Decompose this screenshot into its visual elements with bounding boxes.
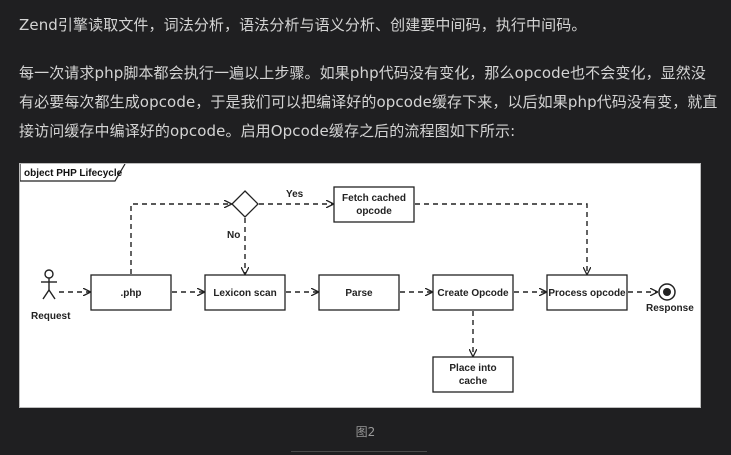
place-into-cache-label-1: Place into (449, 363, 496, 374)
decision-no-label: No (227, 230, 240, 241)
diagram-title: object PHP Lifecycle (24, 168, 123, 179)
create-opcode-label: Create Opcode (437, 288, 509, 299)
fetch-cached-node (333, 186, 415, 223)
fetch-cached-label-1: Fetch cached (342, 193, 406, 204)
cache-decision-diamond (231, 190, 259, 218)
create-opcode-node (432, 274, 514, 311)
opcode-cache-paragraph: 每一次请求php脚本都会执行一遍以上步骤。如果php代码没有变化，那么opcod… (19, 64, 718, 140)
arrow-php-decision (130, 204, 231, 274)
caption-divider (291, 451, 427, 452)
process-opcode-label: Process opcode (548, 288, 626, 299)
decision-yes-label: Yes (286, 189, 304, 200)
lexicon-scan-node (204, 274, 286, 311)
parse-label: Parse (345, 288, 373, 299)
lexicon-scan-label: Lexicon scan (213, 288, 276, 299)
lifecycle-diagram: object PHP Lifecycle Request .php Lexico… (20, 164, 694, 393)
intro-paragraph: Zend引擎读取文件，词法分析，语法分析与语义分析、创建要中间码，执行中间码。 (19, 16, 587, 34)
place-into-cache-node (432, 356, 514, 393)
response-endpoint-icon (658, 283, 676, 301)
figure-caption: 图2 (355, 425, 376, 439)
php-node (90, 274, 172, 311)
process-opcode-node (546, 274, 628, 311)
place-into-cache-label-2: cache (459, 376, 488, 387)
response-label: Response (646, 303, 694, 314)
php-node-label: .php (120, 288, 141, 299)
request-label: Request (31, 311, 71, 322)
fetch-cached-label-2: opcode (356, 206, 392, 217)
title-tab (20, 164, 126, 182)
flow-connectors (59, 204, 657, 356)
arrow-fetch-process (415, 203, 587, 274)
request-actor-icon (41, 269, 57, 300)
parse-node (318, 274, 400, 311)
php-lifecycle-figure: object PHP Lifecycle Request .php Lexico… (19, 163, 701, 408)
